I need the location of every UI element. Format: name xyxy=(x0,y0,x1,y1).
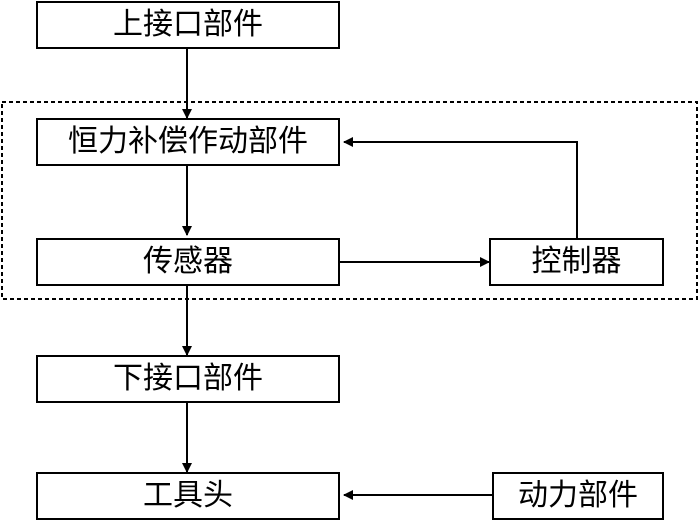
node-compensation-actuator: 恒力补偿作动部件 xyxy=(36,118,340,166)
node-power-unit: 动力部件 xyxy=(492,472,664,520)
node-tool-head: 工具头 xyxy=(36,472,340,520)
node-upper-interface: 上接口部件 xyxy=(36,1,340,49)
node-sensor: 传感器 xyxy=(36,238,340,286)
node-controller: 控制器 xyxy=(489,238,664,286)
dashed-group-boundary xyxy=(1,101,698,300)
node-lower-interface: 下接口部件 xyxy=(36,355,340,403)
arrow-controller-to-actuator xyxy=(343,137,578,238)
